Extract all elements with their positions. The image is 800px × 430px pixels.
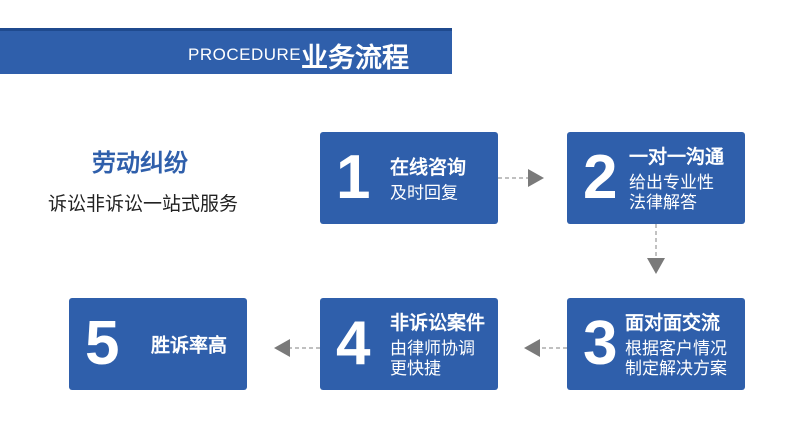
intro-subtitle: 诉讼非诉讼一站式服务	[48, 193, 239, 215]
step-3-box: 3 面对面交流 根据客户情况 制定解决方案	[567, 298, 745, 390]
step-2-box: 2 一对一沟通 给出专业性 法律解答	[567, 132, 745, 224]
step-1-box: 1 在线咨询 及时回复	[320, 132, 498, 224]
step-title: 胜诉率高	[151, 334, 228, 357]
step-title: 在线咨询	[390, 156, 467, 179]
header-label-zh: 业务流程	[301, 43, 409, 74]
step-desc-line: 更快捷	[390, 359, 441, 380]
arrow-left-icon	[274, 339, 290, 357]
step-number: 3	[583, 309, 618, 378]
step-desc-line: 给出专业性	[629, 173, 714, 194]
step-number: 4	[336, 309, 371, 378]
step-number: 5	[85, 309, 120, 378]
arrow-down-icon	[647, 258, 665, 274]
step-4-box: 4 非诉讼案件 由律师协调 更快捷	[320, 298, 498, 390]
header-label-en: PROCEDURE	[188, 45, 302, 64]
step-desc-line: 及时回复	[390, 183, 458, 204]
step-desc-line: 根据客户情况	[625, 339, 727, 360]
arrow-left-icon	[524, 339, 540, 357]
step-title: 一对一沟通	[629, 146, 725, 169]
intro-title: 劳动纠纷	[92, 149, 188, 177]
step-5-box: 5 胜诉率高	[69, 298, 247, 390]
step-number: 2	[583, 143, 618, 212]
header-banner	[0, 28, 452, 74]
step-desc-line: 法律解答	[629, 193, 697, 214]
step-number: 1	[336, 143, 371, 212]
arrow-right-icon	[528, 169, 544, 187]
step-title: 非诉讼案件	[390, 312, 486, 335]
step-desc-line: 由律师协调	[390, 339, 475, 360]
step-desc-line: 制定解决方案	[625, 359, 727, 380]
step-title: 面对面交流	[625, 312, 721, 335]
